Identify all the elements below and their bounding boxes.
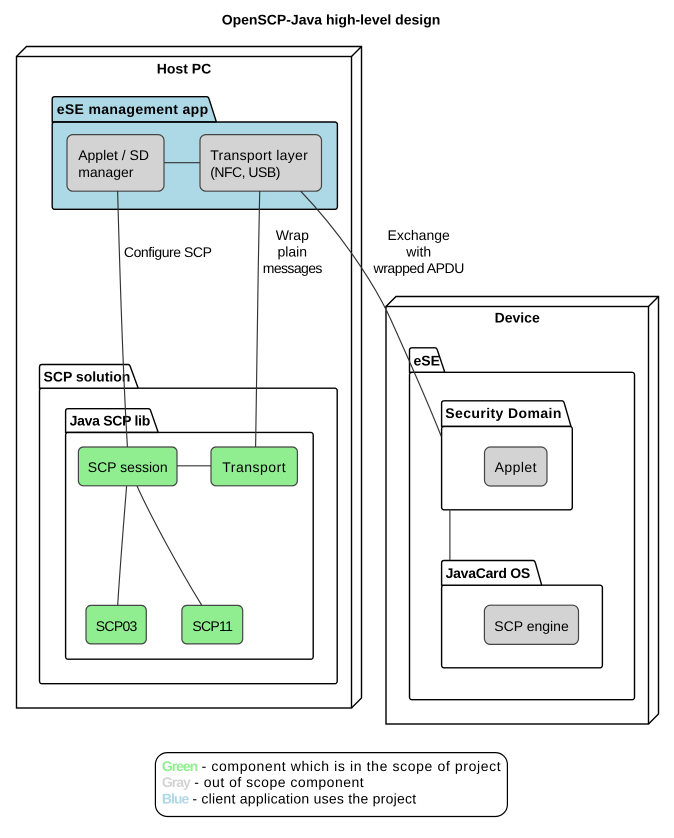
svg-text:JavaCard OS: JavaCard OS	[446, 565, 530, 581]
svg-text:eSE management app: eSE management app	[57, 101, 209, 117]
svg-text:Green - component which is in: Green - component which is in the scope …	[162, 758, 501, 774]
svg-text:SCP session: SCP session	[88, 459, 168, 475]
svg-text:SCP engine: SCP engine	[494, 618, 569, 634]
svg-text:plain: plain	[278, 244, 308, 260]
svg-text:OpenSCP-Java high-level design: OpenSCP-Java high-level design	[222, 12, 441, 28]
svg-text:Wrap: Wrap	[276, 227, 309, 243]
svg-text:with: with	[405, 244, 431, 260]
svg-text:Transport layer: Transport layer	[210, 147, 308, 163]
svg-text:Java SCP lib: Java SCP lib	[70, 413, 150, 429]
svg-text:messages: messages	[263, 260, 323, 276]
svg-text:Device: Device	[495, 310, 540, 326]
svg-text:Gray - out of scope component: Gray - out of scope component	[162, 774, 364, 790]
svg-text:Host PC: Host PC	[157, 61, 211, 77]
svg-text:manager: manager	[78, 164, 134, 180]
svg-text:SCP11: SCP11	[192, 618, 233, 634]
svg-text:(NFC, USB): (NFC, USB)	[210, 164, 280, 180]
svg-text:Applet / SD: Applet / SD	[78, 147, 149, 163]
svg-text:Exchange: Exchange	[388, 227, 450, 243]
svg-text:SCP03: SCP03	[96, 618, 138, 634]
svg-text:Security Domain: Security Domain	[445, 405, 561, 421]
svg-text:Applet: Applet	[495, 459, 537, 475]
svg-text:Blue - client application uses: Blue - client application uses the proje…	[162, 791, 417, 807]
svg-text:Transport: Transport	[222, 459, 286, 475]
svg-text:Configure SCP: Configure SCP	[124, 244, 212, 260]
svg-text:SCP solution: SCP solution	[44, 369, 131, 385]
svg-text:eSE: eSE	[414, 352, 440, 368]
svg-text:wrapped APDU: wrapped APDU	[373, 260, 465, 276]
